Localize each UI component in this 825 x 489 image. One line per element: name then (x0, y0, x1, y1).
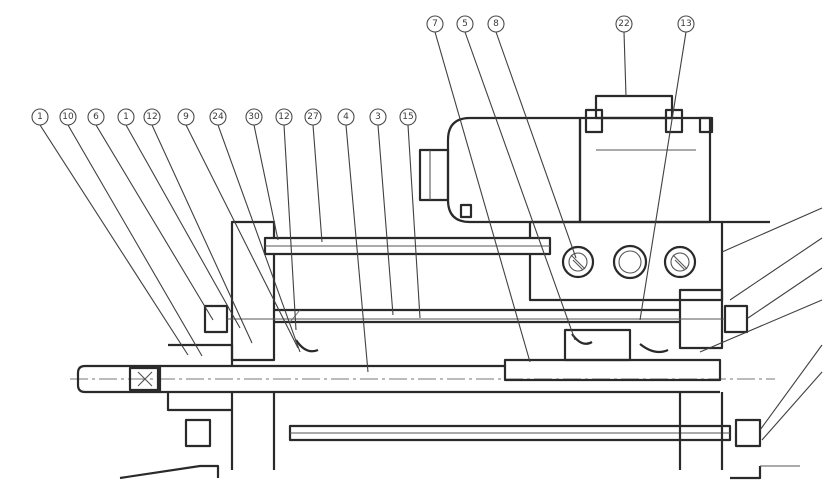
svg-text:1: 1 (123, 112, 129, 122)
callout-4: 4 (337, 108, 355, 126)
svg-text:6: 6 (93, 112, 99, 122)
callout-12b: 12 (275, 108, 293, 126)
svg-text:9: 9 (183, 112, 189, 122)
callout-5: 5 (456, 15, 474, 33)
leader-lines (39, 31, 823, 441)
callout-3: 3 (369, 108, 387, 126)
callout-12: 12 (143, 108, 161, 126)
callout-1b: 1 (117, 108, 135, 126)
svg-text:15: 15 (402, 112, 413, 122)
callout-9: 9 (177, 108, 195, 126)
svg-text:12: 12 (278, 112, 289, 122)
svg-text:5: 5 (462, 19, 468, 29)
cylinder-body (76, 220, 800, 480)
svg-text:24: 24 (212, 112, 224, 122)
callout-24: 24 (209, 108, 227, 126)
svg-text:22: 22 (618, 19, 629, 29)
svg-text:13: 13 (680, 19, 691, 29)
svg-text:30: 30 (248, 112, 260, 122)
callout-10: 10 (59, 108, 77, 126)
solenoid-valve (418, 94, 714, 224)
callout-30: 30 (245, 108, 263, 126)
svg-text:8: 8 (493, 19, 499, 29)
svg-text:4: 4 (343, 112, 349, 122)
callout-13: 13 (677, 15, 695, 33)
callout-27: 27 (304, 108, 322, 126)
callout-1: 1 (31, 108, 49, 126)
svg-text:3: 3 (375, 112, 381, 122)
svg-text:27: 27 (307, 112, 318, 122)
callout-22: 22 (615, 15, 633, 33)
callout-15: 15 (399, 108, 417, 126)
svg-text:7: 7 (432, 19, 438, 29)
svg-text:10: 10 (62, 112, 74, 122)
callout-8: 8 (487, 15, 505, 33)
callout-7: 7 (426, 15, 444, 33)
svg-text:1: 1 (37, 112, 43, 122)
svg-text:12: 12 (146, 112, 157, 122)
manifold-block (528, 220, 770, 302)
callout-6: 6 (87, 108, 105, 126)
